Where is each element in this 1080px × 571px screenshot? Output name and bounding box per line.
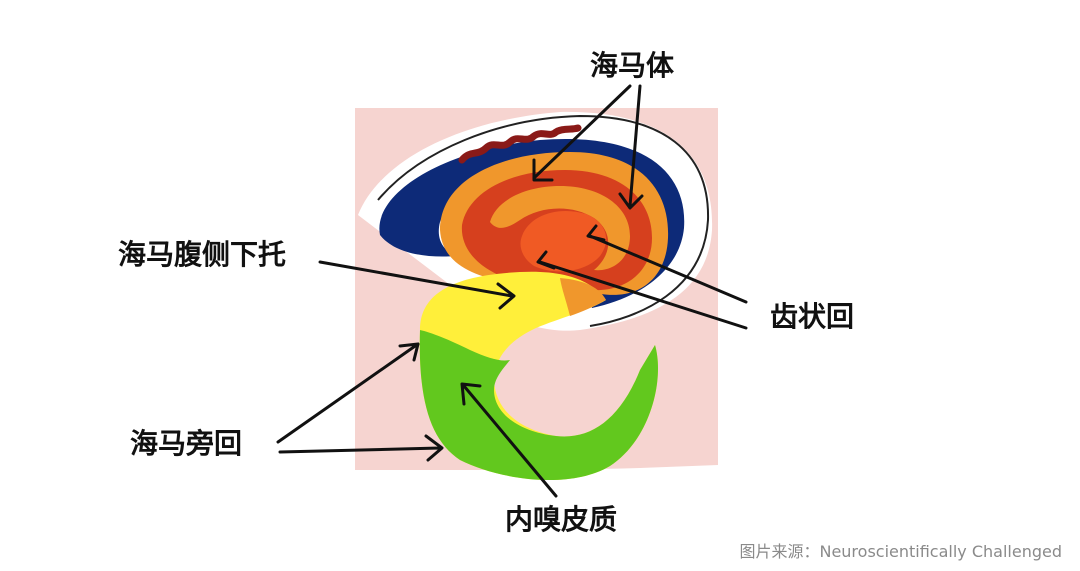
arrows bbox=[276, 84, 748, 498]
label-hippocampus: 海马体 bbox=[590, 49, 675, 82]
arrow-parahippocampal-1 bbox=[276, 342, 420, 444]
label-ventral-subiculum: 海马腹侧下托 bbox=[118, 238, 287, 271]
ventricle bbox=[379, 138, 685, 308]
parahippocampal-green bbox=[419, 330, 658, 481]
label-dentate-gyrus: 齿状回 bbox=[770, 300, 855, 333]
arrow-hippocampus-2 bbox=[618, 84, 644, 210]
arrow-entorhinal bbox=[460, 382, 558, 498]
subiculum-orange-blend bbox=[560, 278, 606, 316]
choroid-plexus bbox=[458, 124, 582, 164]
arrow-hippocampus-1 bbox=[532, 84, 632, 182]
arrow-parahippocampal-2 bbox=[278, 434, 444, 462]
label-entorhinal-cortex: 内嗅皮质 bbox=[505, 503, 618, 536]
arrow-subiculum bbox=[318, 260, 516, 310]
image-source-note: 图片来源：Neuroscientifically Challenged bbox=[739, 542, 1062, 561]
arrow-dentate-2 bbox=[536, 250, 748, 330]
arrow-dentate-1 bbox=[586, 224, 748, 304]
subiculum-yellow bbox=[489, 271, 565, 275]
label-parahippocampal-gyrus: 海马旁回 bbox=[130, 427, 243, 460]
ca-inner-swirl bbox=[490, 186, 630, 271]
alveus-outline bbox=[377, 114, 710, 327]
